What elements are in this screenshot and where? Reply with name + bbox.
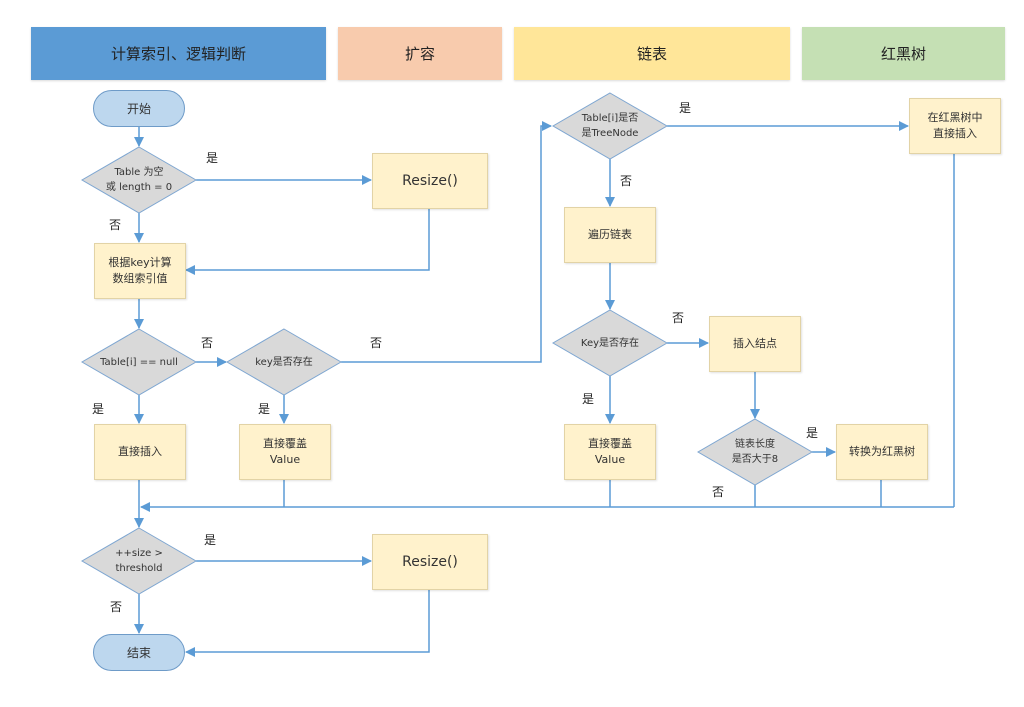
start-terminal: 开始 — [93, 90, 185, 127]
process-rbtree-insert: 在红黑树中直接插入 — [909, 98, 1001, 154]
label-treenode-yes: 是 — [679, 101, 692, 115]
text-line: Table 为空 — [114, 167, 164, 178]
label-table-empty-yes: 是 — [206, 151, 219, 165]
edge-resize2-to-end — [185, 588, 430, 657]
end-label: 结束 — [126, 645, 151, 660]
label-key-exists2-yes: 是 — [582, 392, 595, 406]
decision-size-threshold-text: ++size > threshold — [90, 545, 188, 577]
label-table-empty-no: 否 — [109, 218, 122, 232]
lane-label: 扩容 — [404, 45, 435, 63]
decision-key-exists-1 — [226, 328, 342, 396]
process-insert-node: 插入结点 — [709, 316, 801, 372]
end-terminal: 结束 — [93, 634, 185, 671]
label-length-check-yes: 是 — [806, 426, 819, 440]
decision-table-empty-text: Table 为空或 length = 0 — [90, 164, 188, 196]
label-size-check-no: 否 — [110, 600, 123, 614]
text-line: Table[i] == null — [100, 356, 178, 368]
text-line: Value — [269, 453, 301, 466]
text-line: key是否存在 — [255, 356, 313, 368]
text-line: 根据key计算 — [108, 256, 172, 269]
label-treenode-no: 否 — [620, 174, 633, 188]
text-line: 链表长度 — [735, 439, 775, 450]
label-size-check-yes: 是 — [204, 533, 217, 547]
lane-label: 链表 — [636, 45, 667, 63]
start-label: 开始 — [126, 101, 151, 116]
label-length-check-no: 否 — [712, 485, 725, 499]
decision-table-i-null — [81, 328, 197, 396]
decision-key-exists-1-text: key是否存在 — [235, 354, 333, 370]
decision-table-empty — [81, 146, 197, 214]
process-traverse-list: 遍历链表 — [564, 207, 656, 263]
process-convert-rbtree: 转换为红黑树 — [836, 424, 928, 480]
process-direct-insert: 直接插入 — [94, 424, 186, 480]
text-line: 是TreeNode — [581, 128, 639, 139]
decision-key-exists-2 — [552, 309, 668, 377]
label-key-exists2-no: 否 — [672, 311, 685, 325]
text-line: 直接覆盖 — [263, 437, 307, 450]
process-resize-1: Resize() — [372, 153, 488, 209]
decision-length-gt-8-text: 链表长度是否大于8 — [706, 436, 804, 468]
process-label: 遍历链表 — [588, 228, 632, 241]
text-line: 直接覆盖 — [588, 437, 632, 450]
process-label: Resize() — [402, 554, 458, 570]
lane-header-index-logic: 计算索引、逻辑判断 — [31, 27, 326, 80]
decision-length-gt-8 — [697, 418, 813, 486]
text-line: threshold — [115, 563, 163, 574]
text-line: 直接插入 — [933, 127, 977, 140]
text-line: 或 length = 0 — [105, 182, 173, 193]
decision-is-treenode — [552, 92, 668, 160]
process-resize-2: Resize() — [372, 534, 488, 590]
decision-key-exists-2-text: Key是否存在 — [561, 335, 659, 351]
label-null-check-yes: 是 — [92, 402, 105, 416]
text-line: Table[i]是否 — [581, 113, 639, 124]
edge-key-exists-no — [341, 121, 552, 363]
process-compute-index: 根据key计算数组索引值 — [94, 243, 186, 299]
label-null-check-no: 否 — [201, 336, 214, 350]
edge-resize1-to-compute — [185, 208, 430, 275]
lane-header-resize: 扩容 — [338, 27, 502, 80]
process-label: 转换为红黑树 — [849, 445, 915, 458]
lane-header-linked-list: 链表 — [514, 27, 790, 80]
lane-header-red-black-tree: 红黑树 — [802, 27, 1005, 80]
text-line: Value — [594, 453, 626, 466]
decision-size-threshold — [81, 527, 197, 595]
text-line: ++size > — [115, 548, 163, 559]
decision-is-treenode-text: Table[i]是否是TreeNode — [561, 110, 659, 142]
text-line: 数组索引值 — [112, 272, 168, 285]
decision-table-i-null-text: Table[i] == null — [86, 354, 192, 370]
text-line: 在红黑树中 — [927, 111, 983, 124]
lane-label: 计算索引、逻辑判断 — [110, 45, 246, 63]
process-label: 直接插入 — [118, 445, 162, 458]
process-label: Resize() — [402, 173, 458, 189]
process-overwrite-value-2: 直接覆盖 Value — [564, 424, 656, 480]
process-overwrite-value-1: 直接覆盖 Value — [239, 424, 331, 480]
text-line: Key是否存在 — [580, 337, 640, 349]
process-label: 插入结点 — [733, 337, 777, 350]
label-key-exists-no: 否 — [370, 336, 383, 350]
lane-label: 红黑树 — [880, 45, 926, 63]
text-line: 是否大于8 — [731, 454, 779, 465]
label-key-exists-yes: 是 — [258, 402, 271, 416]
